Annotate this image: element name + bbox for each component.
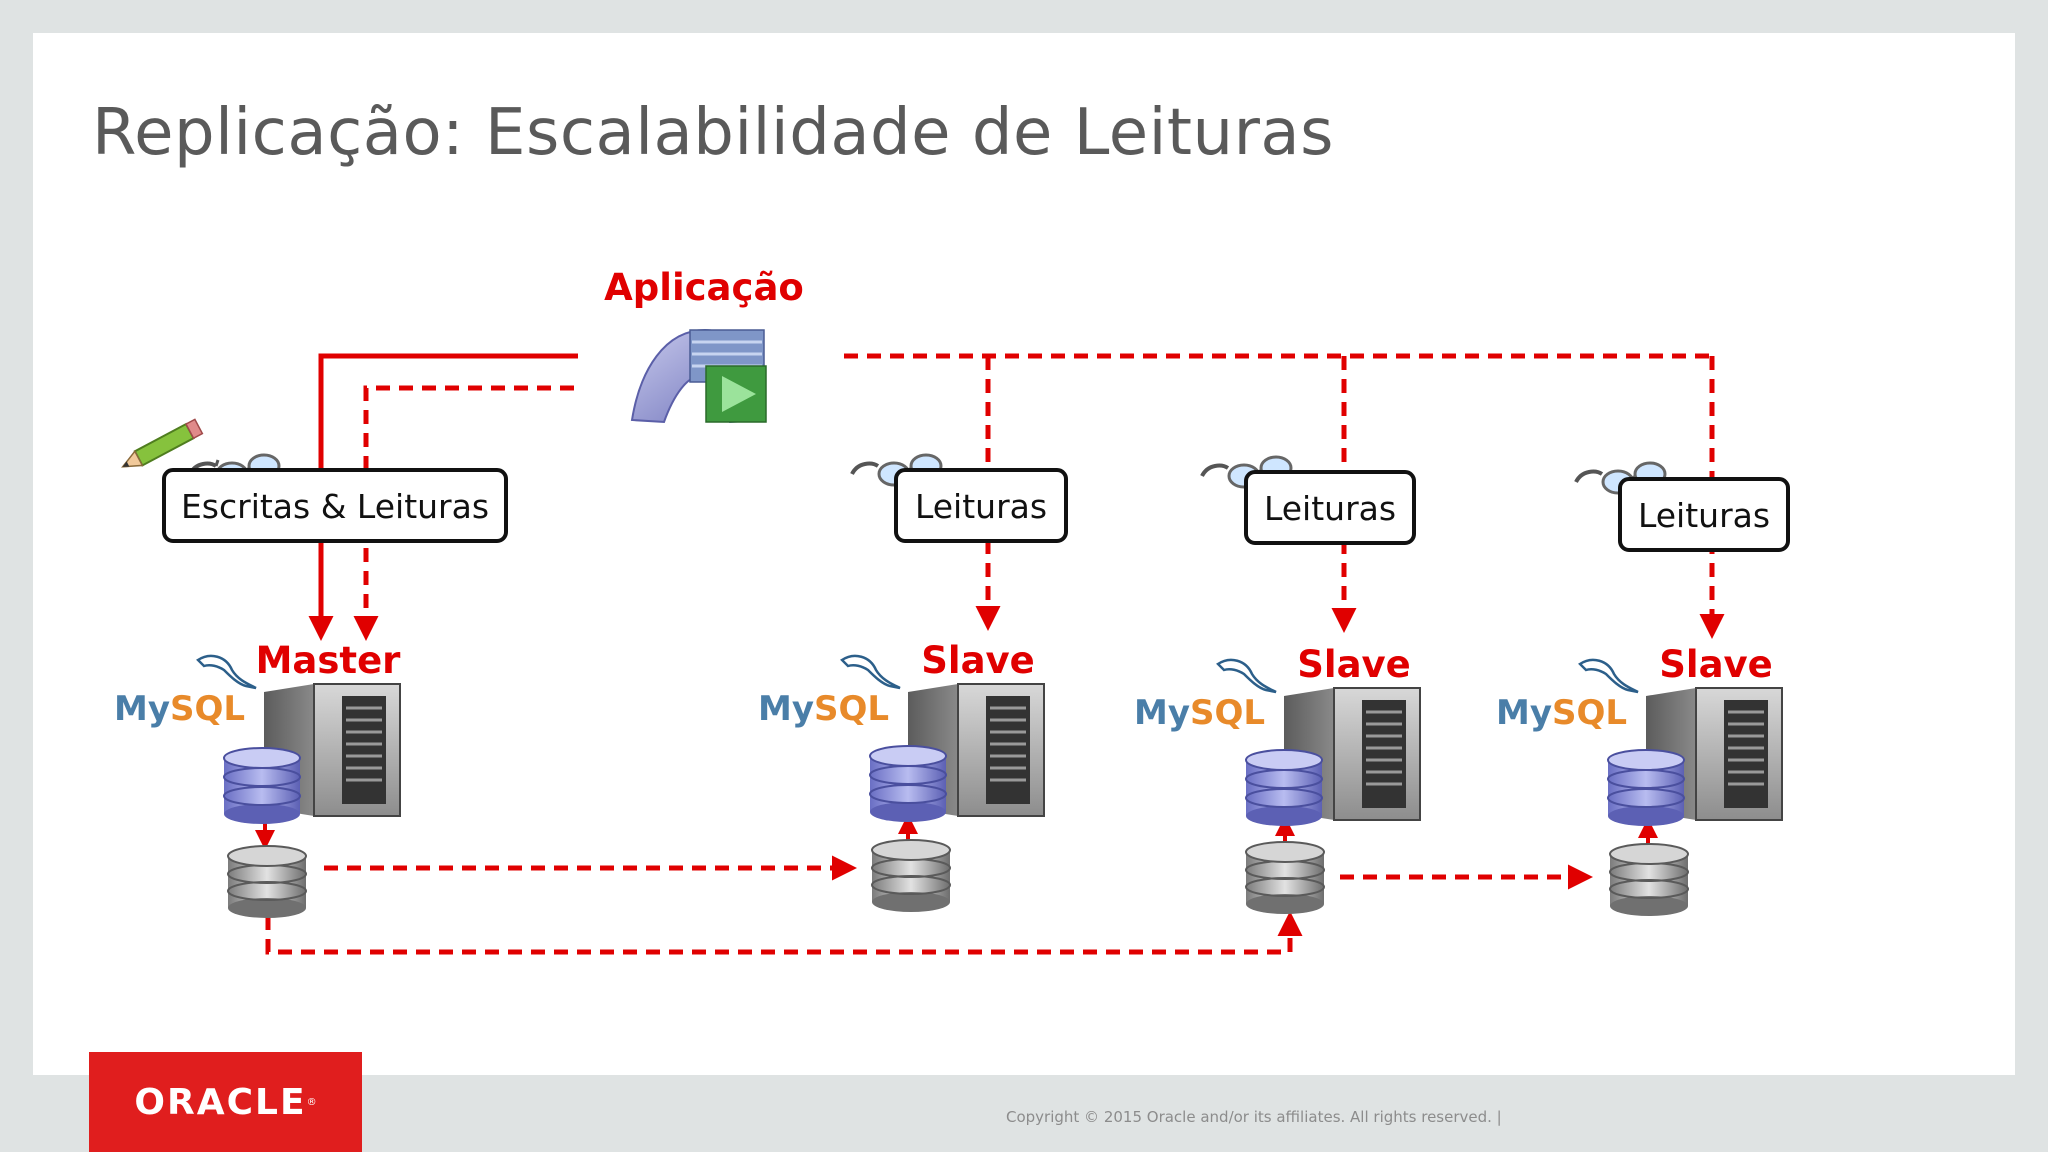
mysql-logo: MySQL xyxy=(758,654,901,729)
label-slave1-text: Leituras xyxy=(915,487,1047,526)
label-box-slave3: Leituras xyxy=(1618,477,1790,552)
server-master-label: Master xyxy=(256,639,402,682)
slave2-relaylog-disk-icon xyxy=(1245,841,1325,914)
label-box-slave1: Leituras xyxy=(894,468,1068,543)
label-box-master: Escritas & Leituras xyxy=(162,468,508,543)
label-slave3-text: Leituras xyxy=(1638,496,1770,535)
svg-text:MySQL: MySQL xyxy=(1134,693,1265,733)
label-master-text: Escritas & Leituras xyxy=(181,487,489,526)
database-icon xyxy=(223,747,301,824)
mysql-logo-my: My xyxy=(1496,693,1552,733)
label-box-slave2: Leituras xyxy=(1244,470,1416,545)
copyright-text: Copyright © 2015 Oracle and/or its affil… xyxy=(1006,1108,1502,1126)
slave3-relaylog-disk-icon xyxy=(1609,843,1689,916)
server-slave3: Slave MySQL xyxy=(1496,643,1783,826)
oracle-logo-text: ORACLE xyxy=(134,1081,307,1123)
label-slave2-text: Leituras xyxy=(1264,489,1396,528)
svg-text:MySQL: MySQL xyxy=(758,689,889,729)
application-label: Aplicação xyxy=(604,266,804,309)
registered-mark-icon: ® xyxy=(306,1096,317,1108)
mysql-logo-my: My xyxy=(1134,693,1190,733)
slave1-relaylog-disk-icon xyxy=(871,839,951,912)
binlog-to-slave2 xyxy=(265,911,1303,955)
server-slave3-label: Slave xyxy=(1659,643,1773,686)
svg-text:MySQL: MySQL xyxy=(114,689,245,729)
application-node: Aplicação xyxy=(604,266,804,424)
slide-title: Replicação: Escalabilidade de Leituras xyxy=(92,96,1334,170)
server-slave2-label: Slave xyxy=(1297,643,1411,686)
server-master: Master MySQL xyxy=(114,639,401,824)
mysql-logo-sql: SQL xyxy=(1190,693,1265,733)
server-slave1-label: Slave xyxy=(921,639,1035,682)
mysql-logo-my: My xyxy=(758,689,814,729)
mysql-logo: MySQL xyxy=(114,654,257,729)
database-icon xyxy=(1607,749,1685,826)
master-binlog-disk-icon xyxy=(227,845,307,918)
server-slave1: Slave MySQL xyxy=(758,639,1045,822)
mysql-logo-my: My xyxy=(114,689,170,729)
oracle-logo: ORACLE® xyxy=(89,1052,362,1152)
mysql-logo: MySQL xyxy=(1134,658,1277,733)
database-icon xyxy=(869,745,947,822)
application-icon xyxy=(630,328,767,424)
master-read-line xyxy=(353,385,574,641)
mysql-logo-sql: SQL xyxy=(170,689,245,729)
server-slave2: Slave MySQL xyxy=(1134,643,1421,826)
mysql-logo-sql: SQL xyxy=(1552,693,1627,733)
mysql-logo-sql: SQL xyxy=(814,689,889,729)
svg-text:MySQL: MySQL xyxy=(1496,693,1627,733)
mysql-logo: MySQL xyxy=(1496,658,1639,733)
pencil-icon xyxy=(121,418,204,468)
database-icon xyxy=(1245,749,1323,826)
